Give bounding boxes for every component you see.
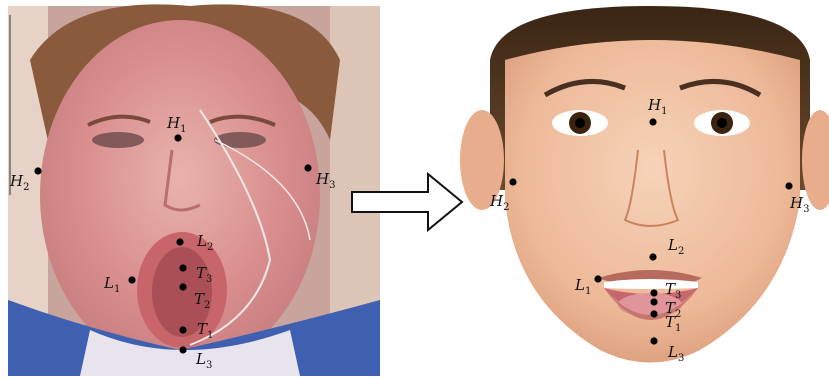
left-landmark-dot-l1 xyxy=(128,276,135,283)
left-landmark-dot-l2 xyxy=(176,238,183,245)
left-landmark-dot-l3 xyxy=(179,346,186,353)
right-landmark-dot-h1 xyxy=(649,118,656,125)
right-landmark-dot-t2 xyxy=(650,298,657,305)
right-landmark-dot-l3 xyxy=(650,337,657,344)
right-landmark-dot-l1 xyxy=(594,275,601,282)
right-landmark-dot-t1 xyxy=(650,310,657,317)
left-landmark-dot-t1 xyxy=(179,326,186,333)
left-landmark-dot-t2 xyxy=(179,283,186,290)
right-landmark-dot-t3 xyxy=(650,289,657,296)
left-landmark-dot-h3 xyxy=(304,164,311,171)
right-landmark-label-h3: H3 xyxy=(789,194,809,215)
right-landmark-dot-h3 xyxy=(785,182,792,189)
left-photo xyxy=(8,4,380,376)
left-landmark-dot-h1 xyxy=(174,134,181,141)
right-landmark-dot-h2 xyxy=(509,178,516,185)
right-landmark-dot-l2 xyxy=(649,253,656,260)
left-landmark-dot-h2 xyxy=(34,167,41,174)
left-landmark-dot-t3 xyxy=(179,264,186,271)
